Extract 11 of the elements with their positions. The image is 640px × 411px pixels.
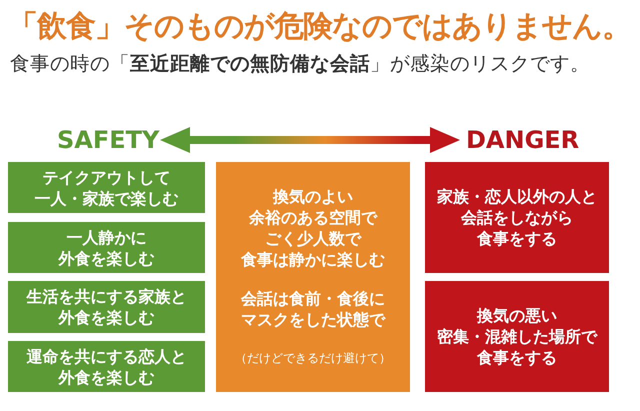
scale-label: SAFETY — [57, 126, 160, 154]
text-box: 生活を共にする家族と外食を楽しむ — [8, 281, 205, 333]
text-box: 換気の悪い密集・混雑した場所で食事をする — [425, 281, 609, 392]
text-box: 運命を共にする恋人と外食を楽しむ — [8, 341, 205, 392]
text-box: テイクアウトして一人・家族で楽しむ — [8, 162, 205, 213]
text-box: 家族・恋人以外の人と会話をしながら食事をする — [425, 162, 609, 273]
text-box: 換気のよい余裕のある空間でごく少人数で食事は静かに楽しむ 会話は食前・食後にマスクをした状態で （だけどできるだけ避けて） — [216, 162, 410, 392]
subtitle: 食事の時の「至近距離での無防備な会話」が感染のリスクです。 — [10, 51, 590, 77]
text-box: 一人静かに外食を楽しむ — [8, 222, 205, 273]
title: 「飲食」そのものが危険なのではありません。 — [8, 8, 631, 46]
scale-label: DANGER — [466, 126, 580, 154]
